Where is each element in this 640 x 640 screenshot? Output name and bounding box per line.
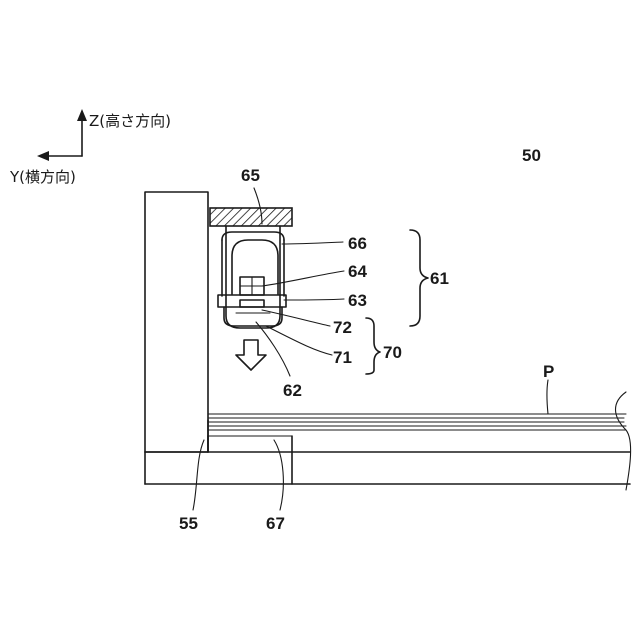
z-arrowhead-icon: [77, 109, 87, 121]
axis-indicator: Z(高さ方向) Y(横方向): [9, 109, 171, 186]
brace-61: [410, 230, 428, 326]
element-71: [224, 307, 282, 326]
label-P: P: [543, 362, 554, 381]
label-62: 62: [283, 381, 302, 400]
sheet-stack-P: [208, 392, 631, 490]
y-axis-label: Y(横方向): [9, 168, 76, 186]
label-70: 70: [383, 343, 402, 362]
label-71: 71: [333, 348, 352, 367]
label-55: 55: [179, 514, 198, 533]
frame-wall: [145, 192, 208, 452]
side-wall: [145, 192, 208, 452]
z-axis-label: Z(高さ方向): [89, 112, 171, 130]
base-structure: [145, 436, 630, 484]
y-arrowhead-icon: [37, 151, 49, 161]
label-64: 64: [348, 262, 367, 281]
label-61: 61: [430, 269, 449, 288]
plate-63: [218, 295, 286, 307]
label-63: 63: [348, 291, 367, 310]
label-50: 50: [522, 146, 541, 165]
down-arrow-icon: [236, 340, 266, 370]
brace-70: [366, 318, 380, 374]
element-72: [240, 300, 264, 307]
label-66: 66: [348, 234, 367, 253]
label-65: 65: [241, 166, 260, 185]
label-72: 72: [333, 318, 352, 337]
hatched-block-65: [210, 208, 292, 226]
label-67: 67: [266, 514, 285, 533]
